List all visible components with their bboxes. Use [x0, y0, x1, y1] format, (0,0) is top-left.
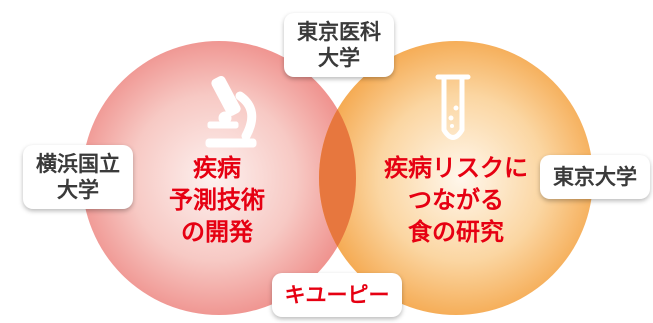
- right-circle-text: 疾病リスクに つながる 食の研究: [384, 154, 528, 246]
- label-left: 横浜国立 大学: [23, 145, 133, 209]
- label-right: 東京大学: [540, 155, 650, 199]
- microscope-icon: [205, 75, 257, 148]
- left-circle-text: 疾病 予測技術 の開発: [169, 154, 265, 246]
- test-tube-icon: [435, 74, 471, 140]
- label-top: 東京医科 大学: [284, 13, 394, 77]
- right-circle: [319, 41, 593, 315]
- left-circle: [82, 41, 356, 315]
- label-bottom: キユーピー: [272, 273, 402, 317]
